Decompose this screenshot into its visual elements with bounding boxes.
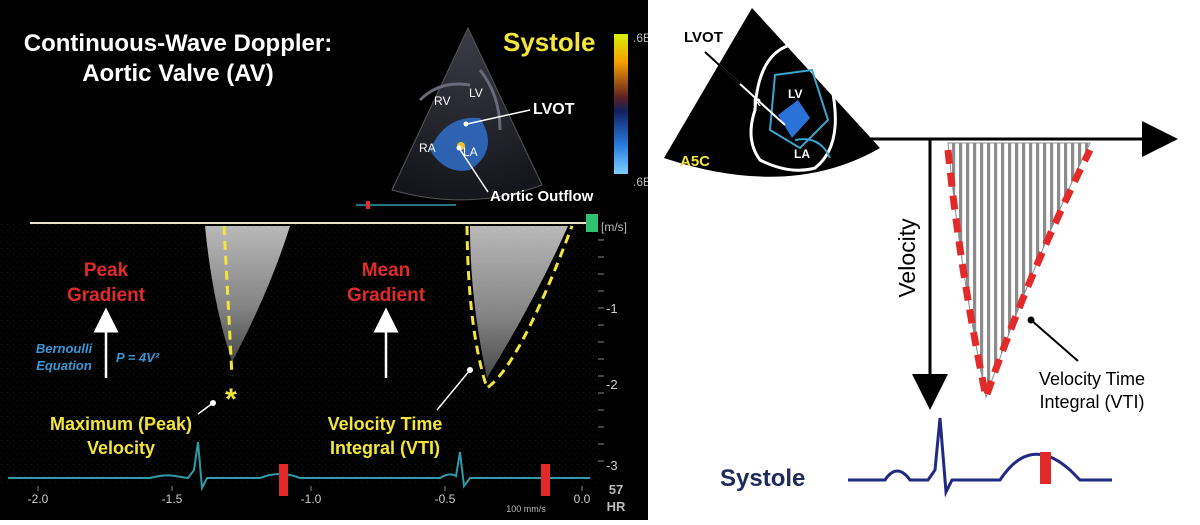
a5c-sector-diagram	[664, 8, 880, 177]
vti-dashed-envelope	[465, 225, 574, 391]
max-velocity-pointer-dot	[210, 400, 216, 406]
title-line-2: Aortic Valve (AV)	[82, 60, 274, 87]
ecg-marker-1	[279, 464, 288, 496]
echo-ra-label: RA	[419, 141, 436, 155]
echo-aortic-outflow-label: Aortic Outflow	[490, 188, 594, 205]
ecg-trace-left	[8, 441, 590, 492]
a5c-label: A5C	[680, 153, 710, 170]
lvot-pointer-dot	[463, 121, 469, 127]
heart-rate-unit: HR	[607, 499, 626, 514]
bernoulli-line-1: Bernoulli	[36, 341, 93, 356]
color-scale-bottom-label: .6B	[633, 175, 651, 189]
echo-rv-label: RV	[434, 94, 450, 108]
velocity-unit-label: [m/s]	[601, 220, 627, 234]
velocity-scale: -1 -2 -3	[598, 239, 618, 473]
vti-left-line-2: Integral (VTI)	[330, 438, 440, 458]
vti-right-line-1: Velocity Time	[1039, 369, 1145, 389]
aortic-outflow-pointer-line	[458, 147, 489, 193]
spectral-envelope-2	[470, 226, 568, 378]
sweep-speed-label: 100 mm/s	[506, 504, 546, 514]
echo-lvot-label: LVOT	[533, 101, 575, 118]
color-scale-bar	[614, 34, 628, 174]
time-tick-label: -0.5	[435, 492, 456, 506]
baseline-marker	[586, 214, 598, 232]
echo-mini-ecg-marker	[366, 201, 370, 209]
peak-gradient-line-1: Peak	[84, 260, 129, 281]
echo-la-label: LA	[463, 145, 478, 159]
ecg-marker-2	[541, 464, 550, 496]
mean-gradient-line-1: Mean	[362, 260, 411, 281]
max-velocity-line-1: Maximum (Peak)	[50, 414, 192, 434]
velocity-tick-label: -1	[606, 301, 618, 316]
lvot-pointer-line	[466, 109, 531, 125]
time-tick-label: -2.0	[28, 492, 49, 506]
bernoulli-line-2: Equation	[36, 358, 92, 373]
right-lvot-pointer-outer	[704, 51, 741, 85]
vti-pointer-line	[1030, 319, 1079, 362]
ecg-marker-right	[1040, 452, 1051, 484]
right-r-label: R	[753, 97, 761, 109]
time-axis: -2.0 -1.5 -1.0 -0.5 0.0	[28, 486, 591, 506]
aortic-outflow-pointer-dot	[456, 145, 462, 151]
peak-velocity-asterisk: *	[225, 383, 237, 416]
systole-label-right: Systole	[720, 465, 805, 492]
right-lvot-label: LVOT	[684, 29, 723, 46]
vti-right-line-2: Integral (VTI)	[1039, 392, 1144, 412]
mean-gradient-line-2: Gradient	[347, 285, 426, 306]
heart-rate-value: 57	[609, 482, 623, 497]
velocity-tick-label: -2	[606, 377, 618, 392]
max-velocity-pointer	[197, 402, 214, 415]
vti-left-pointer-dot	[467, 367, 473, 373]
vti-left-line-1: Velocity Time	[328, 414, 443, 434]
echo-lv-label: LV	[469, 86, 483, 100]
right-lv-label: LV	[788, 87, 802, 101]
vti-red-dashed-envelope	[944, 148, 1094, 411]
peak-velocity-dashed-trace	[222, 225, 234, 377]
ecg-trace-right	[848, 417, 1112, 498]
vti-left-pointer	[436, 369, 471, 411]
time-tick-label: 0.0	[574, 492, 591, 506]
echo-sector-image	[391, 26, 543, 201]
color-scale-top-label: .6B	[633, 31, 651, 45]
time-tick-label: -1.0	[301, 492, 322, 506]
max-velocity-line-2: Velocity	[87, 438, 155, 458]
bernoulli-equation: P = 4V²	[116, 350, 160, 365]
title-line-1: Continuous-Wave Doppler:	[24, 30, 332, 57]
peak-gradient-line-2: Gradient	[67, 285, 146, 306]
time-tick-label: -1.5	[162, 492, 183, 506]
right-la-label: LA	[794, 147, 810, 161]
systole-label-left: Systole	[503, 27, 596, 57]
velocity-axis-label: Velocity	[894, 218, 920, 298]
velocity-tick-label: -3	[606, 458, 618, 473]
